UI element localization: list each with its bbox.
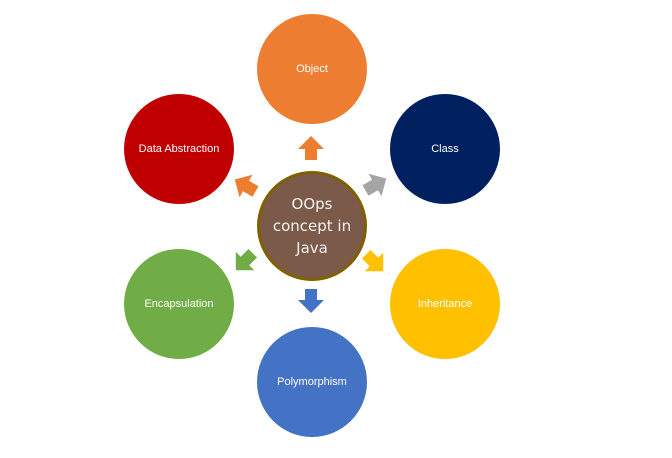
class-label: Class: [431, 143, 459, 155]
encapsulation-node: Encapsulation: [124, 249, 234, 359]
arrow-to-encapsulation: [235, 248, 258, 271]
arrow-to-abstraction: [234, 174, 259, 198]
object-label: Object: [296, 63, 328, 75]
class-node: Class: [390, 94, 500, 204]
object-node: Object: [257, 14, 367, 124]
polymorphism-label: Polymorphism: [277, 376, 347, 388]
polymorphism-node: Polymorphism: [257, 327, 367, 437]
arrow-to-object: [298, 136, 324, 160]
inheritance-node: Inheritance: [390, 249, 500, 359]
inheritance-label: Inheritance: [417, 298, 473, 310]
data-abstraction-label: Data Abstraction: [138, 143, 220, 155]
arrow-to-inheritance: [361, 249, 384, 272]
center-label: OOps concept in Java: [272, 195, 352, 257]
arrow-to-class: [362, 173, 387, 197]
arrow-to-polymorphism: [298, 289, 324, 313]
encapsulation-label: Encapsulation: [144, 298, 214, 310]
data-abstraction-node: Data Abstraction: [124, 94, 234, 204]
center-node: OOps concept in Java: [257, 171, 367, 281]
